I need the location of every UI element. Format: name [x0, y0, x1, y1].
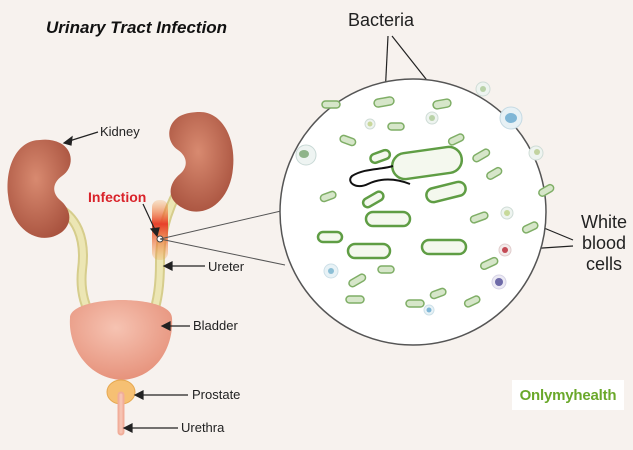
- left-kidney: [7, 139, 71, 238]
- label-infection: Infection: [88, 189, 147, 205]
- wbc-line-1: White: [580, 212, 627, 232]
- label-bacteria: Bacteria: [348, 10, 415, 30]
- bacteria-cells: [316, 145, 468, 260]
- page-title: Urinary Tract Infection: [46, 18, 228, 37]
- label-urethra: Urethra: [181, 420, 225, 435]
- label-bladder: Bladder: [193, 318, 238, 333]
- wbc-line-2: blood: [581, 233, 627, 253]
- right-kidney: [169, 112, 234, 212]
- label-white-blood-cells: White blood cells: [576, 212, 632, 275]
- infection-area: [152, 200, 168, 260]
- white-blood-cells: [295, 81, 544, 316]
- label-kidney: Kidney: [100, 124, 140, 139]
- label-prostate: Prostate: [192, 387, 241, 402]
- bladder: [69, 300, 173, 380]
- brand-logo: Onlymyhealth: [512, 380, 624, 410]
- label-ureter: Ureter: [208, 259, 245, 274]
- wbc-line-3: cells: [585, 254, 622, 274]
- magnified-view: [279, 78, 547, 346]
